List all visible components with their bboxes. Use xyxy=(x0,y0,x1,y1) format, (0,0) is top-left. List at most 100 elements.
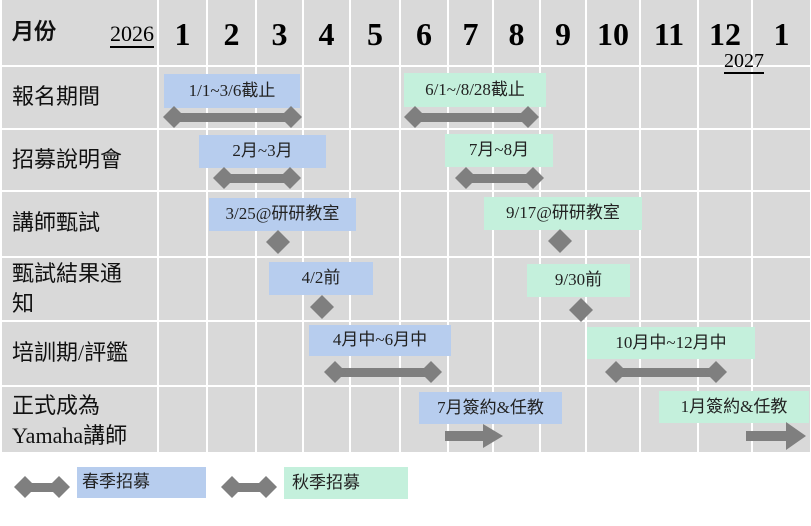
grid-cell xyxy=(2,192,157,256)
grid-cell xyxy=(2,322,157,385)
label-line: 甄試結果通 xyxy=(12,261,123,286)
grid-cell xyxy=(208,387,255,452)
grid-cell xyxy=(699,258,751,320)
autumn-contract-box: 1月簽約&任教 xyxy=(659,391,809,423)
grid-cell xyxy=(541,322,585,385)
grid-cell xyxy=(304,67,349,128)
year-start: 2026 xyxy=(110,21,154,48)
grid-cell xyxy=(2,67,157,128)
grid-cell xyxy=(699,192,751,256)
month-header: 6 xyxy=(416,16,432,52)
grid-cell xyxy=(351,387,399,452)
spring-contract-arrow-icon xyxy=(445,424,503,448)
month-header: 12 xyxy=(709,16,741,52)
month-header: 9 xyxy=(555,16,571,52)
grid-cell xyxy=(449,258,492,320)
autumn-training-range-bar xyxy=(605,361,727,383)
grid-cell xyxy=(208,258,255,320)
grid-cell xyxy=(351,67,399,128)
row-label-info-session: 招募說明會 xyxy=(12,147,123,172)
grid-cell xyxy=(641,130,697,190)
grid-cell xyxy=(587,0,639,65)
month-header: 11 xyxy=(653,16,685,52)
grid-cell xyxy=(753,130,810,190)
grid-cell xyxy=(494,0,539,65)
grid-cell xyxy=(753,258,810,320)
grid-cell xyxy=(159,130,206,190)
month-header: 1 xyxy=(773,16,790,52)
spring-training-box: 4月中~6月中 xyxy=(309,325,451,356)
label-line: Yamaha講師 xyxy=(12,423,128,448)
grid-cell xyxy=(257,0,302,65)
grid-cell xyxy=(494,322,539,385)
autumn-audition-diamond xyxy=(548,229,572,253)
grid-cell xyxy=(449,0,492,65)
grid-cell xyxy=(401,0,447,65)
year-end: 2027 xyxy=(724,50,764,74)
month-header: 3 xyxy=(271,16,288,52)
grid-cell xyxy=(159,322,206,385)
spring-info-range-bar xyxy=(213,167,301,189)
grid-cell xyxy=(304,387,349,452)
autumn-info-box: 7月~8月 xyxy=(445,134,553,167)
grid-cell xyxy=(753,67,810,128)
month-header: 10 xyxy=(597,16,629,52)
row-label-audition: 講師甄試 xyxy=(12,210,101,235)
spring-result-diamond xyxy=(310,295,334,319)
month-header: 1 xyxy=(174,16,191,52)
grid-cell xyxy=(208,0,255,65)
grid-cell xyxy=(449,322,492,385)
grid-cell xyxy=(641,192,697,256)
grid-cell xyxy=(587,387,639,452)
spring-training-range-bar xyxy=(324,361,442,383)
grid-cell xyxy=(208,322,255,385)
label-line: 知 xyxy=(12,291,35,316)
month-header: 7 xyxy=(462,16,479,52)
grid-cell xyxy=(587,130,639,190)
autumn-audition-box: 9/17@研研教室 xyxy=(484,197,642,230)
grid-cell xyxy=(2,0,157,65)
grid-cell xyxy=(541,67,585,128)
grid-cell xyxy=(401,258,447,320)
grid-cell xyxy=(2,387,157,452)
month-header-label: 月份 xyxy=(12,20,57,45)
autumn-training-box: 10月中~12月中 xyxy=(587,327,755,359)
grid-cell xyxy=(351,192,399,256)
autumn-result-box: 9/30前 xyxy=(527,264,630,297)
autumn-result-diamond xyxy=(569,298,593,322)
grid-cell xyxy=(753,0,810,65)
spring-result-box: 4/2前 xyxy=(269,262,373,295)
row-label-result-notice: 甄試結果通知 xyxy=(12,259,122,319)
grid-cell xyxy=(2,258,157,320)
grid-cell xyxy=(401,130,447,190)
spring-audition-box: 3/25@研研教室 xyxy=(209,198,356,231)
grid-cell xyxy=(641,258,697,320)
grid-cell xyxy=(351,0,399,65)
autumn-registration-range-bar xyxy=(404,106,539,128)
autumn-contract-arrow-icon xyxy=(746,422,806,450)
grid-cell xyxy=(159,192,206,256)
grid-cell xyxy=(2,130,157,190)
grid-cell xyxy=(257,387,302,452)
spring-info-box: 2月~3月 xyxy=(199,135,326,168)
legend-autumn-label: 秋季招募 xyxy=(284,467,408,499)
month-header: 5 xyxy=(367,16,383,52)
grid-cell xyxy=(753,322,810,385)
autumn-registration-box: 6/1~/8/28截止 xyxy=(404,73,546,107)
month-header: 8 xyxy=(508,16,525,52)
grid-cell xyxy=(699,67,751,128)
grid-cell xyxy=(401,192,447,256)
grid-cell xyxy=(159,387,206,452)
legend-autumn-marker xyxy=(221,476,277,498)
month-header: 2 xyxy=(223,16,240,52)
grid-cell xyxy=(753,192,810,256)
grid-cell xyxy=(351,130,399,190)
autumn-info-range-bar xyxy=(455,167,544,189)
grid-cell xyxy=(699,0,751,65)
month-header: 4 xyxy=(318,16,335,52)
grid-cell xyxy=(159,258,206,320)
spring-registration-range-bar xyxy=(163,106,302,128)
spring-audition-diamond xyxy=(266,230,290,254)
row-label-training: 培訓期/評鑑 xyxy=(12,340,129,365)
